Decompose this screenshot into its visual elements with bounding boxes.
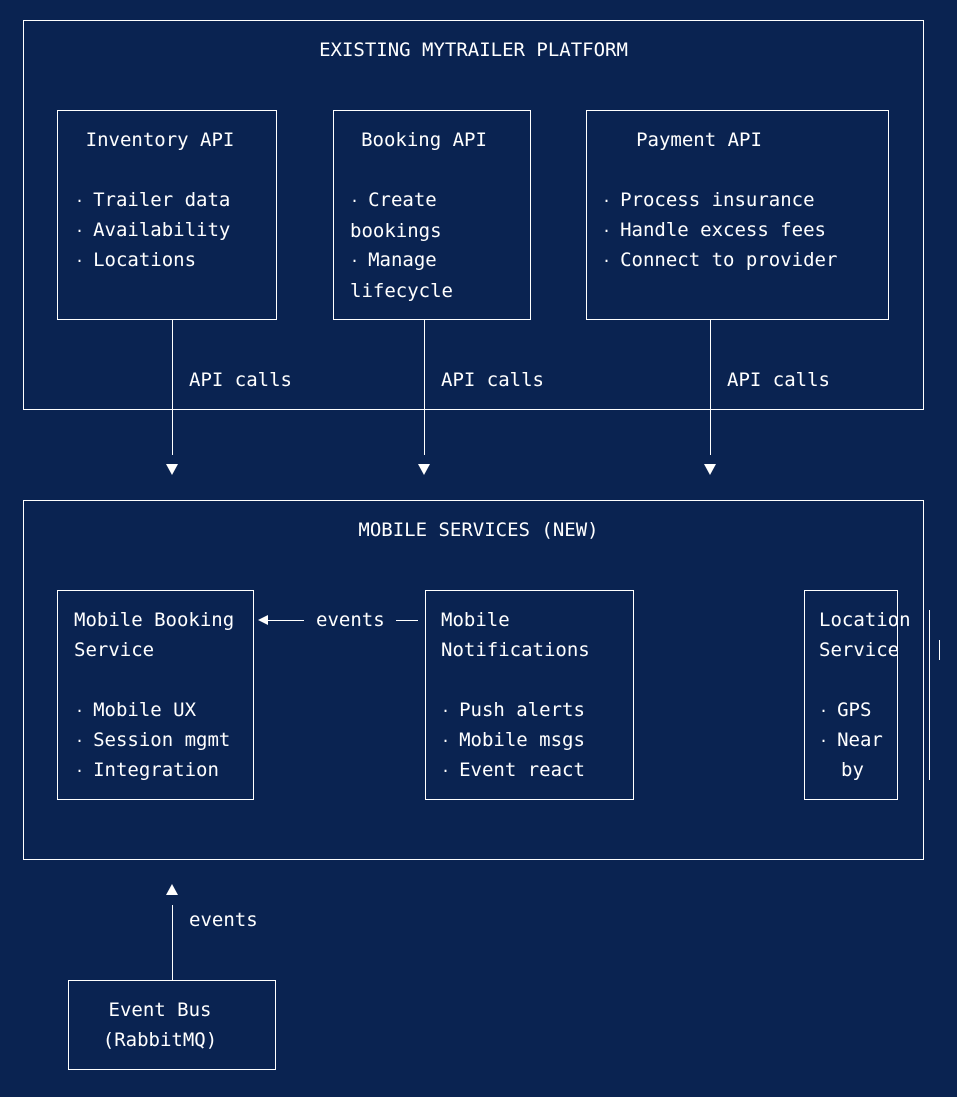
location-service-title: Location xyxy=(819,609,911,631)
mobile-services-title: MOBILE SERVICES (NEW) xyxy=(358,519,599,541)
booking-api-box xyxy=(333,110,531,320)
arrow-down-icon xyxy=(418,464,430,475)
mobile-notifications-item: Event react xyxy=(441,755,585,786)
mobile-booking-item: Session mgmt xyxy=(75,725,230,756)
mobile-notifications-box xyxy=(425,590,634,800)
payment-api-box xyxy=(586,110,889,320)
booking-item: · Manage lifecycle xyxy=(350,249,453,302)
mobile-booking-service-title: Service xyxy=(74,639,155,661)
arrow-left-icon xyxy=(258,615,268,625)
events-connector xyxy=(396,620,418,621)
payment-item: Connect to provider xyxy=(602,245,837,276)
inventory-item: Availability xyxy=(75,215,230,246)
event-bus-box xyxy=(68,980,276,1070)
api-calls-label: API calls xyxy=(441,369,544,391)
inventory-item: Locations xyxy=(75,245,196,276)
inventory-api-box xyxy=(57,110,277,320)
mobile-services-container xyxy=(23,500,924,860)
arrow-down-icon xyxy=(166,464,178,475)
location-item: · Near xyxy=(819,729,883,751)
event-bus-events-label: events xyxy=(189,909,258,931)
events-label: events xyxy=(316,609,385,631)
mobile-notifications-title: Notifications xyxy=(441,639,590,661)
mobile-notifications-title: Mobile xyxy=(441,609,510,631)
api-calls-label: API calls xyxy=(189,369,292,391)
mobile-booking-item: Mobile UX xyxy=(75,695,196,726)
arrow-up-icon xyxy=(166,884,178,895)
location-service-outer-border xyxy=(939,640,940,660)
mobile-notifications-item: Mobile msgs xyxy=(441,725,585,756)
existing-platform-title: EXISTING MYTRAILER PLATFORM xyxy=(319,39,628,61)
mobile-booking-service-box xyxy=(57,590,254,800)
existing-platform-container xyxy=(23,20,924,410)
payment-api-title: Payment API xyxy=(636,129,762,151)
location-service-box xyxy=(804,590,898,800)
location-item: by xyxy=(841,759,864,781)
mobile-booking-service-title: Mobile Booking xyxy=(74,609,235,631)
location-item: · GPS xyxy=(819,699,872,721)
api-call-connector-2 xyxy=(424,320,425,455)
api-calls-label: API calls xyxy=(727,369,830,391)
api-call-connector-3 xyxy=(710,320,711,455)
api-call-connector-1 xyxy=(172,320,173,455)
mobile-booking-item: Integration xyxy=(75,755,219,786)
payment-item: Process insurance xyxy=(602,185,814,216)
booking-item: · Create bookings xyxy=(350,189,442,242)
location-service-title: Service xyxy=(819,639,900,661)
event-bus-subtitle: (RabbitMQ) xyxy=(102,1029,218,1051)
event-bus-connector xyxy=(172,905,173,980)
arrow-down-icon xyxy=(704,464,716,475)
payment-item: Handle excess fees xyxy=(602,215,826,246)
mobile-notifications-item: Push alerts xyxy=(441,695,585,726)
location-service-outer-border xyxy=(929,610,930,780)
inventory-item: Trailer data xyxy=(75,185,230,216)
inventory-api-title: Inventory API xyxy=(85,129,235,151)
booking-api-title: Booking API xyxy=(361,129,487,151)
event-bus-title: Event Bus xyxy=(108,999,212,1021)
events-connector xyxy=(266,620,304,621)
